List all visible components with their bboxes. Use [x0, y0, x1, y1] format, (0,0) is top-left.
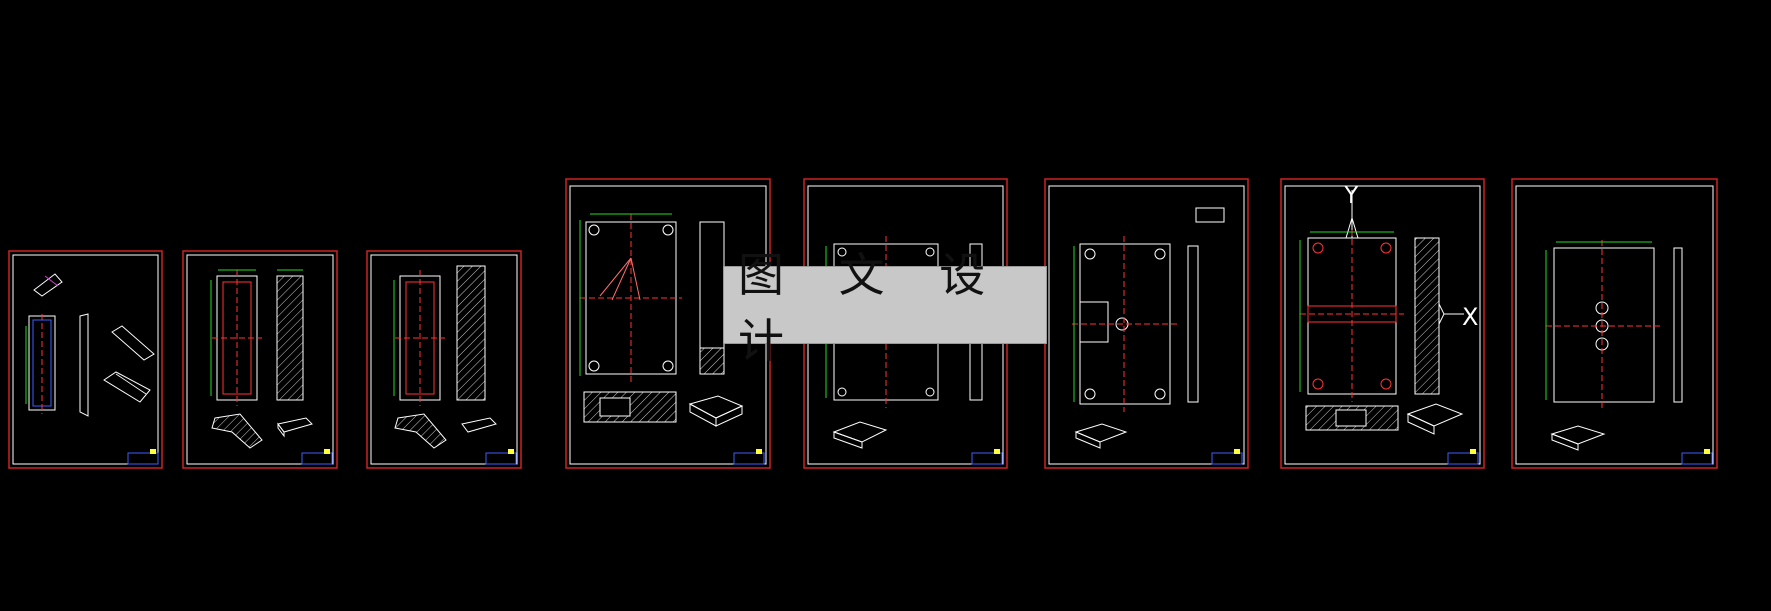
axis-label-x: X: [1462, 303, 1478, 331]
watermark-banner: 图 文 设 计: [723, 248, 1047, 368]
sheet-3[interactable]: [366, 250, 522, 469]
sheet-4[interactable]: [565, 178, 771, 469]
sheet-1[interactable]: [8, 250, 163, 469]
axis-label-y: Y: [1343, 181, 1359, 209]
sheet-2[interactable]: [182, 250, 338, 469]
sheet-7[interactable]: [1280, 178, 1485, 469]
sheet-6[interactable]: [1044, 178, 1249, 469]
sheet-8[interactable]: [1511, 178, 1718, 469]
